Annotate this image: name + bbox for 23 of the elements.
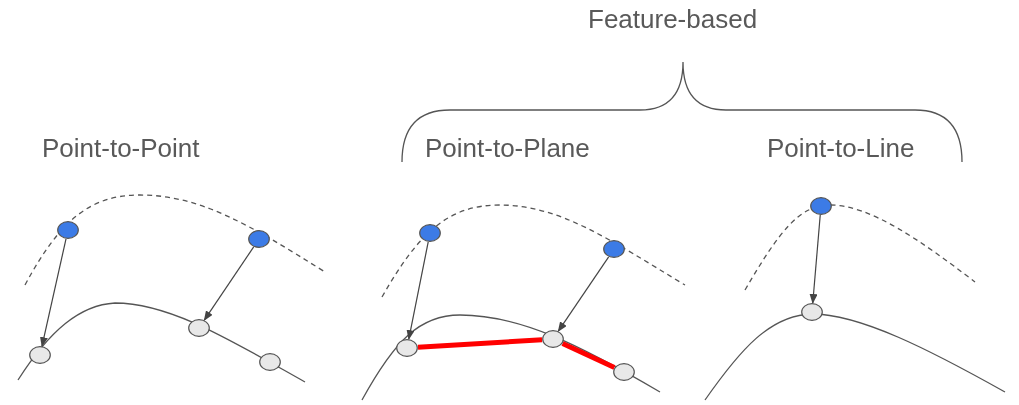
connecting-line [417,337,543,350]
target-point [542,330,564,348]
target-point [29,346,51,364]
target-point [259,353,281,371]
arrow [40,238,67,348]
arrow [406,241,429,341]
source-point [419,224,441,242]
target-point [801,303,823,321]
target-point [613,363,635,381]
group-heading: Feature-based [588,4,758,34]
arrow [809,214,821,304]
target-point [396,339,418,357]
connecting-line [561,341,616,370]
arrow [557,256,610,332]
target-point [188,319,210,337]
method-title: Point-to-Line [767,133,915,163]
source-point [810,197,832,215]
source-point [248,230,270,248]
method-title: Point-to-Plane [425,133,590,163]
method-title: Point-to-Point [42,133,200,163]
source-point [57,221,79,239]
source-point [603,240,625,258]
arrow [203,246,255,321]
